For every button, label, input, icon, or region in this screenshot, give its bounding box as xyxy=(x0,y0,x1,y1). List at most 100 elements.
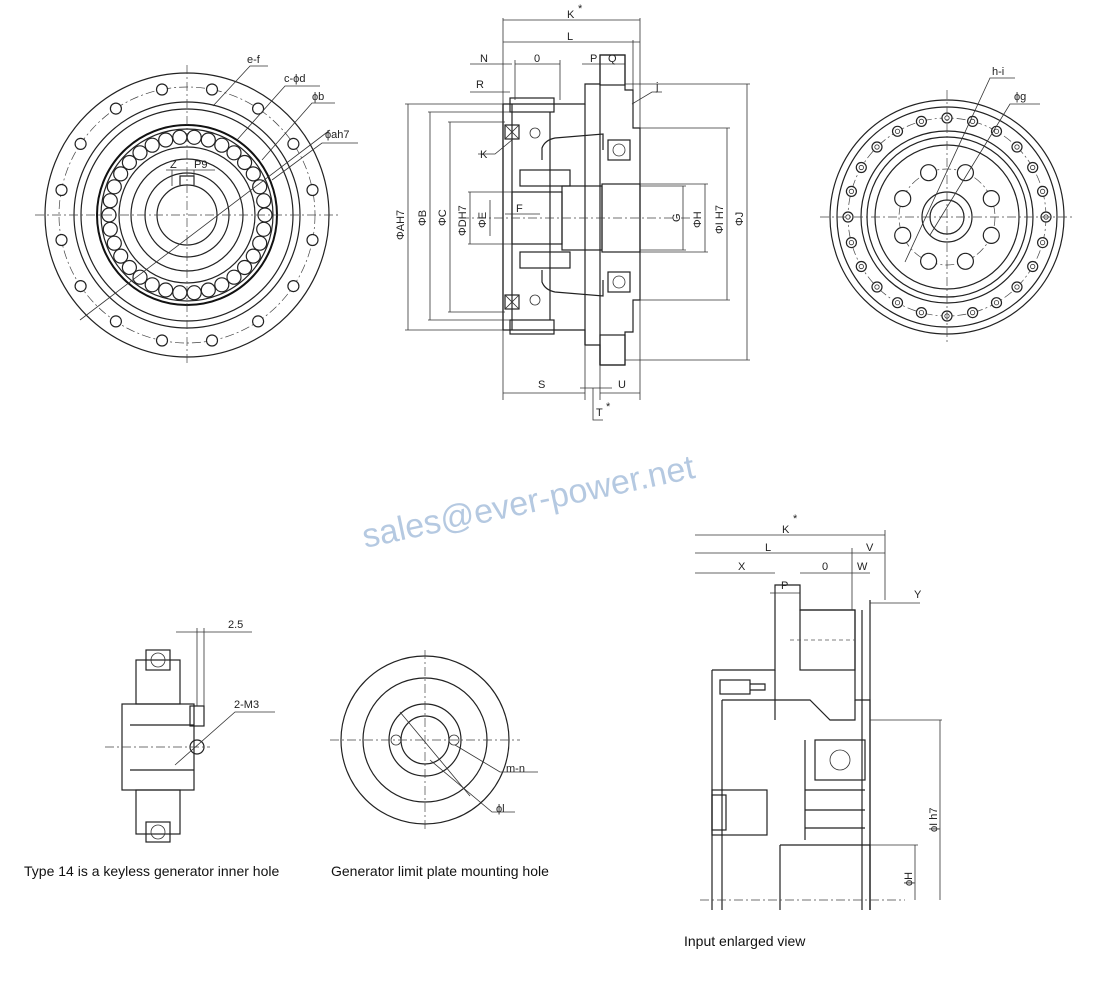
roller xyxy=(158,282,174,298)
bolt-hole xyxy=(252,102,265,115)
label-q: Q xyxy=(608,53,617,65)
rear-bolt-hole-inner xyxy=(918,118,925,125)
label-y: Y xyxy=(914,589,922,601)
label-e-large: ΦE xyxy=(477,212,489,228)
bolt-hole xyxy=(74,137,87,150)
rear-bolt-hole-inner xyxy=(1040,188,1046,194)
label-j-large: ΦJ xyxy=(734,212,746,226)
label-u: U xyxy=(618,379,626,391)
roller xyxy=(252,179,268,195)
rear-bolt-hole xyxy=(1036,237,1049,249)
rear-inner-hole xyxy=(894,226,912,244)
roller xyxy=(214,277,230,293)
rear-bolt-hole xyxy=(891,125,904,137)
rear-bolt-hole-inner xyxy=(848,188,855,194)
label-2-m3: 2-M3 xyxy=(234,699,259,711)
label-k-input: K xyxy=(782,524,790,536)
roller xyxy=(121,259,137,276)
bolt-hole xyxy=(287,280,300,293)
bolt-hole xyxy=(205,334,219,347)
label-dh7: ΦDH7 xyxy=(457,205,469,236)
watermark: sales@ever-power.net xyxy=(359,448,699,556)
input-enlarged-view: K * L V X 0 W P Y ϕI h7 ϕH Input enlarge… xyxy=(684,513,942,949)
rear-bolt-hole xyxy=(1027,161,1039,174)
rear-bolt-hole-inner xyxy=(894,300,901,306)
rear-bolt-hole xyxy=(966,307,979,319)
rear-inner-hole xyxy=(956,252,975,270)
bolt-hole xyxy=(74,280,87,293)
roller xyxy=(144,277,160,293)
rear-bolt-hole-inner xyxy=(848,240,855,246)
label-c-d: c-ϕd xyxy=(284,73,305,85)
bolt-hole xyxy=(306,233,319,247)
roller xyxy=(186,285,202,301)
bolt-hole xyxy=(55,183,68,197)
roller xyxy=(132,269,148,285)
roller xyxy=(252,235,268,251)
bolt-hole xyxy=(287,137,300,150)
roller xyxy=(245,248,261,264)
label-2-5: 2.5 xyxy=(228,619,243,631)
rear-bolt-hole xyxy=(1036,185,1049,197)
roller xyxy=(102,193,118,209)
rear-inner-hole xyxy=(894,190,912,208)
rear-bolt-hole xyxy=(891,297,904,309)
roller xyxy=(226,269,242,285)
label-n: N xyxy=(480,53,488,65)
caption-limit-plate: Generator limit plate mounting hole xyxy=(331,863,549,879)
roller xyxy=(256,221,272,237)
rear-bolt-hole xyxy=(845,237,858,249)
rear-inner-hole xyxy=(982,190,1000,208)
rear-view: h-i ϕg xyxy=(820,66,1075,345)
roller xyxy=(256,193,272,209)
roller xyxy=(237,259,253,276)
label-ih7-input: ϕI h7 xyxy=(928,807,940,832)
label-g-rear: ϕg xyxy=(1014,91,1026,103)
roller xyxy=(158,132,174,148)
rear-bolt-hole xyxy=(871,141,883,153)
rear-bolt-hole xyxy=(915,307,928,319)
roller xyxy=(144,137,160,153)
bolt-hole xyxy=(109,102,123,115)
label-t: T xyxy=(596,407,603,419)
bolt-hole xyxy=(155,83,169,96)
rear-bolt-hole-inner xyxy=(969,118,976,125)
label-m-n: m-n xyxy=(506,763,525,775)
rear-bolt-hole xyxy=(1027,260,1039,273)
label-f: F xyxy=(516,203,523,215)
bolt-circle-holes xyxy=(55,83,319,347)
label-b-large: ΦB xyxy=(417,210,429,226)
roller xyxy=(172,129,188,145)
roller-ring xyxy=(101,129,273,301)
roller xyxy=(172,285,188,301)
rear-bolt-hole-inner xyxy=(918,309,925,316)
rear-inner-hole xyxy=(956,164,975,182)
label-j-small: j xyxy=(655,81,658,93)
rear-inner-hole xyxy=(919,164,938,182)
roller xyxy=(106,179,122,195)
label-h-input: ϕH xyxy=(903,872,915,886)
roller xyxy=(214,137,230,153)
label-t-star: * xyxy=(606,401,611,413)
label-k-star: * xyxy=(578,3,583,15)
roller xyxy=(121,154,137,171)
rear-bolt-hole xyxy=(1011,141,1023,153)
label-s: S xyxy=(538,379,545,391)
roller xyxy=(113,248,129,264)
label-x: X xyxy=(738,561,746,573)
bolt-hole xyxy=(252,315,265,328)
rear-bolt-hole xyxy=(871,281,883,293)
rear-bolt-hole-inner xyxy=(894,128,901,134)
label-k-small: K xyxy=(480,149,488,161)
rear-bolt-hole-inner xyxy=(874,144,880,150)
label-ih7: ΦI H7 xyxy=(714,205,726,234)
rear-inner-hole xyxy=(919,252,938,270)
rear-bolt-hole xyxy=(966,115,979,128)
rear-bolt-hole xyxy=(855,260,867,273)
label-p9: P9 xyxy=(194,159,207,171)
roller xyxy=(200,282,216,298)
label-z: Z xyxy=(170,159,177,171)
roller xyxy=(106,235,122,251)
rear-bolt-hole xyxy=(915,115,928,128)
